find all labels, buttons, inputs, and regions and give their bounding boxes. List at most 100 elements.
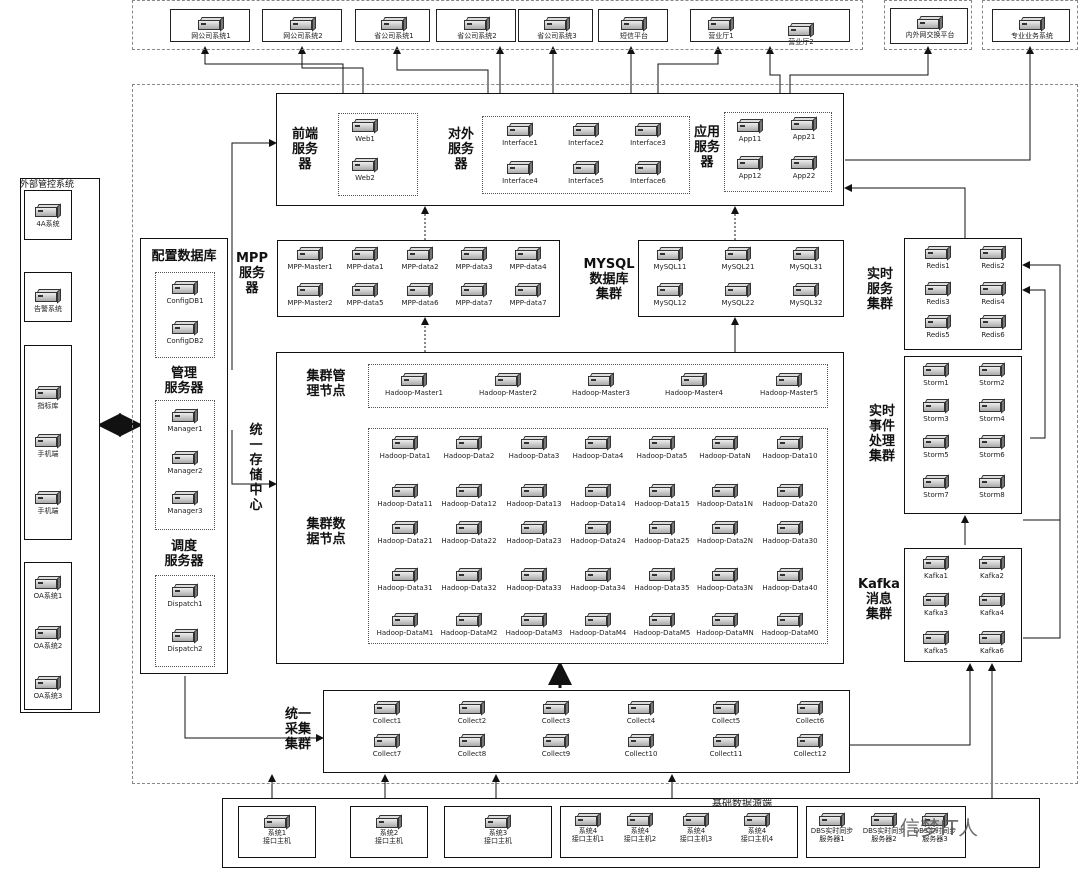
ext-system-7: OA系统2 <box>16 625 80 663</box>
server-icon <box>923 630 949 646</box>
server-icon <box>621 16 647 32</box>
collect-node: Collect3 <box>524 700 588 738</box>
kafka-node: Kafka2 <box>960 555 1024 593</box>
collect-node: Collect1 <box>355 700 419 738</box>
server-icon <box>507 160 533 176</box>
web-group <box>338 113 418 196</box>
server-icon <box>544 16 570 32</box>
cluster-data-label: 集群数 据节点 <box>306 517 346 547</box>
server-icon <box>979 555 1005 571</box>
storm-node: Storm2 <box>960 362 1024 400</box>
server-icon <box>297 246 323 262</box>
server-icon <box>172 450 198 466</box>
top-system-9: 专业业务系统 <box>992 9 1070 42</box>
server-icon <box>649 612 675 628</box>
hadoop-data-node: Hadoop-Data22 <box>437 520 501 558</box>
hadoop-master-node: Hadoop-Master3 <box>569 372 633 410</box>
server-icon <box>521 567 547 583</box>
server-icon <box>980 245 1006 261</box>
collect-node: Collect7 <box>355 733 419 771</box>
server-icon <box>713 700 739 716</box>
server-icon <box>352 157 378 173</box>
hadoop-data-node: Hadoop-Data2N <box>693 520 757 558</box>
server-icon <box>585 483 611 499</box>
external-server-label: 对外 服务 器 <box>447 127 474 172</box>
interface-4: Interface4 <box>488 160 552 198</box>
server-icon <box>521 435 547 451</box>
server-icon <box>374 733 400 749</box>
storm-node: Storm3 <box>904 398 968 436</box>
top-system-6: 短信平台 <box>598 9 668 42</box>
server-icon <box>172 280 198 296</box>
front-server-label: 前端 服务 器 <box>291 127 318 172</box>
server-icon <box>657 282 683 298</box>
collect-node: Collect5 <box>694 700 758 738</box>
server-icon <box>401 372 427 388</box>
server-icon <box>172 583 198 599</box>
ext-system-2: 告警系统 <box>16 288 80 326</box>
server-icon <box>264 814 290 830</box>
hadoop-data-node: Hadoop-DataN <box>693 435 757 473</box>
server-icon <box>980 314 1006 330</box>
ext-system-4: 手机端 <box>16 433 80 471</box>
mysql-node: MySQL22 <box>706 282 770 320</box>
server-icon <box>35 575 61 591</box>
mgmt-server-label: 管理 服务器 <box>164 366 204 396</box>
mpp-node: MPP-data2 <box>388 246 452 284</box>
front-server-box <box>276 93 844 206</box>
ext-system-5: 手机端 <box>16 490 80 528</box>
server-icon <box>712 520 738 536</box>
source-host-9: DBS实时同步服务器2 <box>852 812 916 850</box>
hadoop-master-group <box>368 364 828 408</box>
hadoop-data-group <box>368 428 828 644</box>
server-icon <box>172 320 198 336</box>
server-icon <box>573 160 599 176</box>
source-box <box>444 806 552 858</box>
interface-3: Interface3 <box>616 122 680 160</box>
server-icon <box>979 630 1005 646</box>
top-system-7: 营业厅1 营业厅2 <box>690 9 850 46</box>
web-2: Web2 <box>333 157 397 195</box>
server-icon <box>657 246 683 262</box>
server-icon <box>507 122 533 138</box>
mysql-node: MySQL11 <box>638 246 702 284</box>
hadoop-master-node: Hadoop-Master2 <box>476 372 540 410</box>
server-icon <box>515 246 541 262</box>
server-icon <box>777 567 803 583</box>
server-icon <box>791 116 817 132</box>
server-icon <box>35 675 61 691</box>
server-icon <box>464 16 490 32</box>
server-icon <box>521 612 547 628</box>
hadoop-data-node: Hadoop-Data24 <box>566 520 630 558</box>
external-control-title: 外部管控系统 <box>20 180 75 190</box>
top-system-1: 网公司系统1 <box>170 9 250 42</box>
hadoop-data-node: Hadoop-Data34 <box>566 567 630 605</box>
server-icon <box>456 612 482 628</box>
server-icon <box>585 520 611 536</box>
server-icon <box>392 612 418 628</box>
server-icon <box>407 282 433 298</box>
server-icon <box>172 490 198 506</box>
server-icon <box>797 733 823 749</box>
manager-group <box>155 400 215 530</box>
server-icon <box>172 628 198 644</box>
storm-node: Storm8 <box>960 474 1024 512</box>
mysql-node: MySQL21 <box>706 246 770 284</box>
server-icon <box>459 700 485 716</box>
server-icon <box>35 385 61 401</box>
mpp-node: MPP-data7 <box>442 282 506 320</box>
cluster-mgmt-label: 集群管 理节点 <box>306 369 346 399</box>
server-icon <box>819 812 845 828</box>
storm-node: Storm4 <box>960 398 1024 436</box>
server-icon <box>923 474 949 490</box>
mpp-node: MPP-Master2 <box>278 282 342 320</box>
collect-node: Collect9 <box>524 733 588 771</box>
server-icon <box>628 700 654 716</box>
config-db-2: ConfigDB2 <box>153 320 217 358</box>
